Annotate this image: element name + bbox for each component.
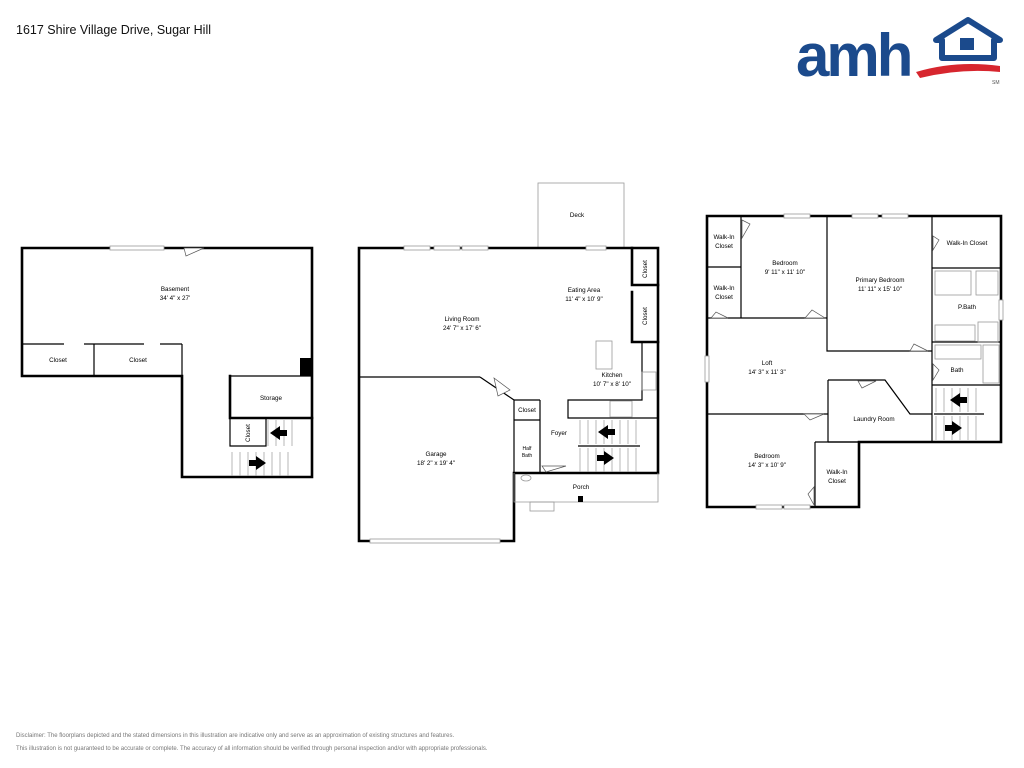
half-bath-label: Bath (522, 453, 533, 459)
bedroom-dims: 14' 3" x 10' 9" (748, 462, 786, 469)
half-bath-label: Half (523, 446, 533, 452)
closet-label: Closet (518, 407, 536, 414)
bedroom-label: Bedroom (754, 453, 780, 460)
upper-floor: Walk-In Closet Bedroom 9' 11" x 11' 10" … (704, 213, 1004, 510)
property-address: 1617 Shire Village Drive, Sugar Hill (16, 23, 212, 37)
basement-label: Basement (161, 286, 190, 293)
loft-dims: 14' 3" x 11' 3" (748, 369, 786, 376)
logo-house-roof-icon (933, 17, 1003, 61)
walk-in-closet-label: Walk-In (713, 285, 735, 292)
stair-arrow-icon (270, 426, 287, 440)
stair-arrow-icon (950, 393, 967, 407)
walk-in-closet-label: Walk-In (713, 234, 735, 241)
eating-area-label: Eating Area (568, 287, 601, 294)
basement-dims: 34' 4" x 27' (160, 295, 191, 302)
closet-label: Closet (49, 357, 67, 364)
basement-floor: Basement 34' 4" x 27' Closet Closet Stor… (20, 245, 314, 479)
primary-bedroom-dims: 11' 11" x 15' 10" (858, 286, 902, 293)
garage-dims: 18' 2" x 19' 4" (417, 460, 455, 467)
walk-in-closet-label: Closet (715, 294, 733, 301)
closet-label: Closet (642, 260, 649, 278)
bedroom-dims: 9' 11" x 11' 10" (765, 269, 806, 276)
stair-arrow-icon (597, 451, 614, 465)
foyer-label: Foyer (551, 430, 567, 437)
closet-label: Closet (245, 424, 252, 442)
stair-arrow-icon (598, 425, 615, 439)
laundry-room-label: Laundry Room (853, 416, 894, 423)
eating-area-dims: 11' 4" x 10' 9" (565, 296, 603, 303)
stair-arrow-icon (945, 421, 962, 435)
disclaimer-line-2: This illustration is not guaranteed to b… (16, 746, 488, 752)
logo-swoosh (916, 64, 1000, 78)
stair-arrow-icon (249, 456, 266, 470)
main-floor: Deck Eating Area 11' 4" x 10' 9" Closet … (357, 182, 660, 544)
logo-text: amh (796, 22, 910, 88)
living-room-label: Living Room (445, 316, 480, 323)
logo-service-mark: SM (992, 80, 1000, 86)
closet-label: Closet (129, 357, 147, 364)
walk-in-closet-label: Closet (828, 478, 846, 485)
bedroom-label: Bedroom (772, 260, 798, 267)
storage-label: Storage (260, 395, 283, 402)
porch-label: Porch (573, 484, 590, 491)
primary-bedroom-label: Primary Bedroom (856, 277, 905, 284)
kitchen-label: Kitchen (601, 372, 623, 379)
bath-label: Bath (951, 367, 964, 374)
deck-label: Deck (570, 212, 585, 219)
logo-window-icon (960, 38, 974, 50)
disclaimer-line-1: Disclaimer: The floorplans depicted and … (16, 733, 455, 739)
garage-label: Garage (425, 451, 447, 458)
loft-label: Loft (762, 360, 773, 367)
walk-in-closet-label: Walk-In Closet (947, 240, 988, 247)
walk-in-closet-label: Walk-In (826, 469, 848, 476)
primary-bath-label: P.Bath (958, 304, 977, 311)
walk-in-closet-label: Closet (715, 243, 733, 250)
living-room-dims: 24' 7" x 17' 6" (443, 325, 481, 332)
amh-logo: amh SM (796, 17, 1003, 88)
closet-label: Closet (642, 307, 649, 325)
kitchen-dims: 10' 7" x 8' 10" (593, 381, 631, 388)
